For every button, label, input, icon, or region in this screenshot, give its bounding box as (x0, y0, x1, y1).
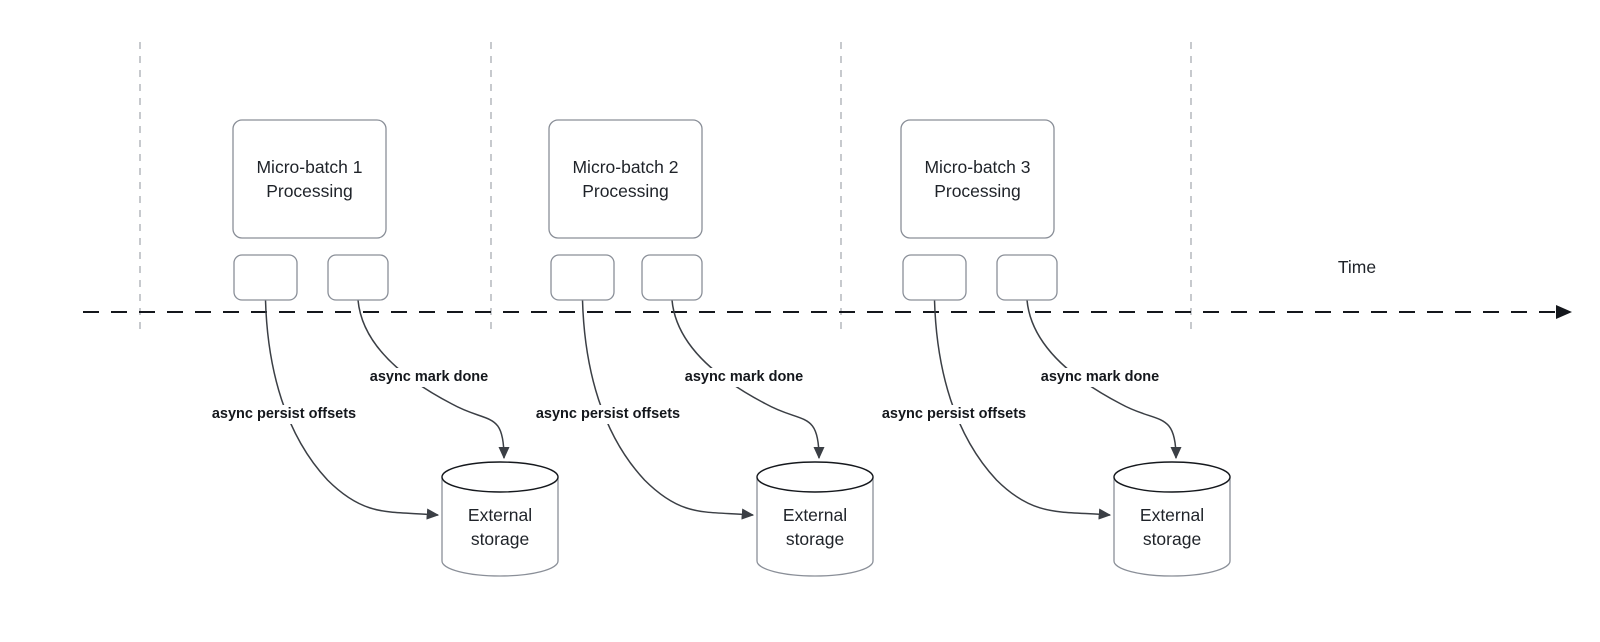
guide-lines-group (139, 42, 1192, 330)
edge-async-persist-offsets-2 (581, 299, 755, 520)
edge-label-backdrop (365, 368, 493, 387)
async-mark-done-label-3: async mark done (1041, 369, 1159, 385)
edge-label-backdrop (521, 405, 695, 424)
timeline-arrowhead-icon (1556, 305, 1572, 319)
cylinder-top-ellipse (756, 461, 874, 493)
storage-label-line1: External (783, 505, 847, 525)
cylinder-body (441, 476, 559, 577)
processing-box-shape (900, 119, 1055, 239)
processing-box-title: Micro-batch 3 (924, 157, 1030, 177)
edge-label-backdrop (197, 405, 371, 424)
time-axis-label: Time (1338, 257, 1376, 277)
processing-box-title: Micro-batch 2 (572, 157, 678, 177)
persist-offsets-task-1[interactable] (233, 254, 298, 301)
edge-async-mark-done-2 (671, 299, 825, 460)
edge-label-backdrop (680, 368, 808, 387)
edge-async-mark-done-3 (1026, 299, 1182, 460)
persist-offsets-task-3[interactable] (902, 254, 967, 301)
async-persist-offsets-label-2: async persist offsets (536, 406, 680, 422)
cylinder-top-ellipse (1113, 461, 1231, 493)
processing-box-subtitle: Processing (266, 181, 353, 201)
cylinder-body (756, 476, 874, 577)
edge-async-persist-offsets-3 (933, 299, 1112, 520)
storage-label-line1: External (468, 505, 532, 525)
cylinder-top-ellipse (441, 461, 559, 493)
processing-box-3[interactable]: Micro-batch 3 Processing (900, 119, 1055, 239)
processing-box-1[interactable]: Micro-batch 1 Processing (232, 119, 387, 239)
timeline-axis-group (83, 305, 1572, 319)
storage-label-line2: storage (786, 529, 844, 549)
processing-box-title: Micro-batch 1 (256, 157, 362, 177)
edge-async-mark-done-1 (357, 299, 510, 460)
external-storage-3[interactable]: External storage (1113, 461, 1231, 577)
external-storage-2[interactable]: External storage (756, 461, 874, 577)
async-persist-offsets-label-1: async persist offsets (212, 406, 356, 422)
mark-done-task-2[interactable] (641, 254, 703, 301)
async-mark-done-label-1: async mark done (370, 369, 488, 385)
processing-box-2[interactable]: Micro-batch 2 Processing (548, 119, 703, 239)
async-mark-done-label-2: async mark done (685, 369, 803, 385)
external-storage-1[interactable]: External storage (441, 461, 559, 577)
async-persist-offsets-label-3: async persist offsets (882, 406, 1026, 422)
mark-done-task-3[interactable] (996, 254, 1058, 301)
processing-box-subtitle: Processing (582, 181, 669, 201)
mark-done-task-1[interactable] (327, 254, 389, 301)
edges-layer (264, 299, 1182, 520)
edge-async-persist-offsets-1 (264, 299, 440, 520)
storage-label-line1: External (1140, 505, 1204, 525)
storage-label-line2: storage (1143, 529, 1201, 549)
persist-offsets-task-2[interactable] (550, 254, 615, 301)
processing-box-shape (232, 119, 387, 239)
storage-label-line2: storage (471, 529, 529, 549)
processing-box-subtitle: Processing (934, 181, 1021, 201)
edge-label-backdrop (1036, 368, 1164, 387)
cylinder-body (1113, 476, 1231, 577)
edge-label-backdrop (867, 405, 1041, 424)
edge-labels-layer: async persist offsets async mark done asyn… (197, 368, 1164, 424)
processing-box-shape (548, 119, 703, 239)
